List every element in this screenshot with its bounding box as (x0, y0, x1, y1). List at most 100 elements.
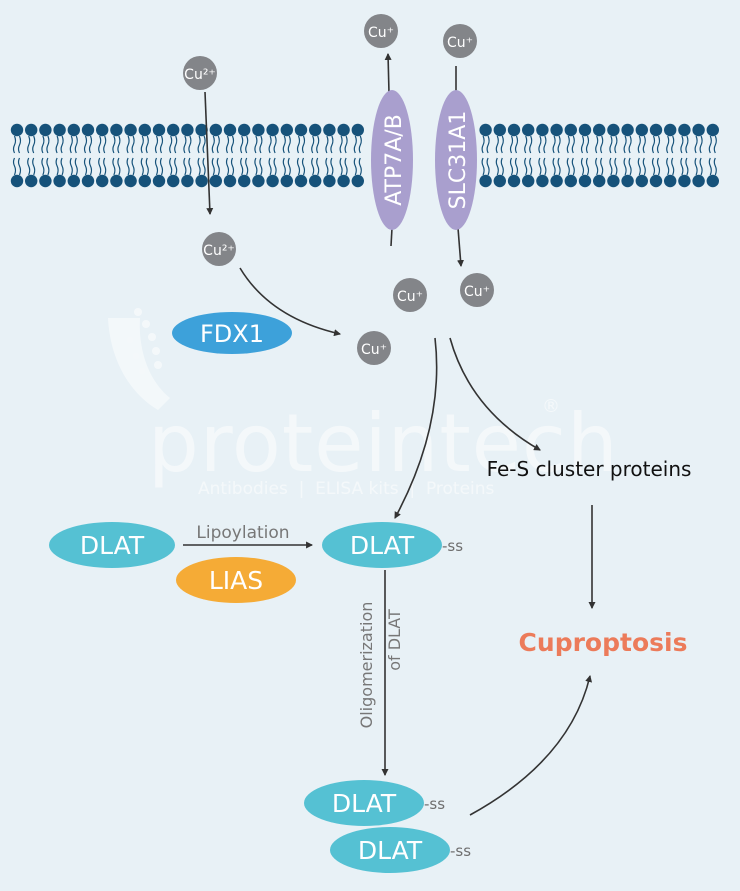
lipid-tail-outer (529, 135, 533, 154)
lipid-tail-inner (566, 157, 570, 176)
lipid-head-inner (67, 174, 81, 188)
lipid-tail-inner (259, 157, 263, 176)
transporter-slc31a1: SLC31A1 (435, 90, 477, 230)
lipid-head-outer (564, 123, 577, 137)
lias-label: LIAS (209, 566, 263, 595)
dlat-lipoylated-ss: -ss (442, 537, 463, 555)
lipid-head-inner (706, 174, 719, 188)
lipid-head-inner (294, 174, 308, 188)
lipid-head-inner (507, 174, 521, 188)
lipid-head-outer (280, 123, 293, 137)
watermark-tagline: Antibodies | ELISA kits | Proteins (198, 479, 495, 499)
lipid-tail-inner (671, 157, 675, 176)
lipid-tail-outer (211, 135, 215, 154)
lipid-tail-inner (74, 157, 78, 176)
lipid-tail-inner (637, 157, 641, 176)
lipid-tail-outer (174, 135, 178, 154)
lipid-head-outer (578, 123, 592, 137)
lipid-head-inner (664, 174, 677, 188)
lipid-head-outer (252, 123, 265, 137)
protein-lias: LIAS (176, 557, 296, 603)
lipid-tail-inner (656, 157, 661, 176)
lipid-tail-inner (614, 157, 618, 176)
lipid-head-outer (110, 123, 123, 137)
lipid-tail-outer (628, 135, 632, 154)
lipid-head-outer (96, 123, 109, 137)
fdx1-label: FDX1 (200, 320, 264, 348)
lipid-head-inner (252, 174, 265, 188)
lipid-head-inner (10, 174, 24, 188)
lipid-tail-outer (595, 135, 599, 154)
lipid-head-inner (195, 174, 208, 188)
lipid-head-outer (507, 123, 521, 137)
lipid-head-inner (25, 174, 38, 188)
lipid-tail-inner (32, 157, 36, 176)
lipid-tail-outer (46, 135, 50, 154)
lipid-head-outer (522, 123, 535, 137)
lipid-tail-outer (103, 135, 107, 154)
lipid-head-outer (706, 123, 719, 137)
lipid-tail-inner (595, 157, 599, 176)
lipid-tail-inner (623, 157, 627, 176)
lipid-tail-inner (500, 157, 504, 176)
lipid-tail-inner (339, 157, 343, 176)
lipid-head-outer (493, 123, 506, 137)
lipid-tail-inner (83, 157, 88, 176)
lipid-tail-inner (651, 157, 656, 176)
lipid-tail-inner (211, 157, 215, 176)
lipid-tail-outer (614, 135, 618, 154)
lipid-tail-inner (486, 157, 490, 176)
arrow-slc31a1-import-out (457, 227, 465, 268)
lipid-tail-outer (202, 135, 206, 154)
lipid-head-inner (96, 174, 109, 188)
lipid-tail-outer (216, 135, 220, 154)
watermark-logo-icon (108, 308, 170, 410)
lipid-tail-outer (112, 135, 116, 154)
lipid-tail-outer (680, 135, 684, 154)
lipid-head-inner (692, 174, 705, 188)
lipid-tail-inner (642, 157, 646, 176)
atp7ab-label: ATP7A/B (382, 114, 407, 206)
lipid-head-outer (635, 123, 648, 137)
lipid-tail-outer (145, 135, 149, 154)
arrow-cu2-across-membrane (204, 91, 214, 216)
lipid-tail-outer (685, 135, 689, 154)
lipid-tail-inner (282, 157, 286, 176)
lipid-head-inner (223, 174, 237, 188)
lipid-head-outer (124, 123, 137, 137)
dlat-oligomer-top-label: DLAT (332, 789, 397, 818)
lipid-head-outer (550, 123, 563, 137)
lipid-tail-inner (557, 157, 561, 176)
lipid-head-inner (649, 174, 663, 188)
lipid-tail-outer (339, 135, 343, 154)
lipid-head-outer (238, 123, 251, 137)
lipid-tail-inner (268, 157, 272, 176)
lipid-tail-outer (159, 135, 164, 154)
arrows (183, 52, 596, 816)
lipid-tail-inner (12, 157, 17, 176)
lipid-tail-outer (623, 135, 627, 154)
lipid-tail-inner (273, 157, 277, 176)
lipid-tail-outer (552, 135, 556, 154)
lipid-tail-outer (566, 135, 570, 154)
lipid-head-inner (323, 174, 336, 188)
arrow-dlat-oligomer-to-cuproptosis (469, 674, 593, 816)
lipid-head-outer (607, 123, 620, 137)
lipid-tail-inner (103, 157, 107, 176)
lipid-tail-inner (183, 157, 187, 176)
protein-dlat-lipoylated: DLAT -ss (322, 522, 463, 568)
lipid-head-outer (266, 123, 279, 137)
lipid-tail-outer (32, 135, 36, 154)
lipid-tail-outer (296, 135, 301, 154)
lipid-head-outer (536, 123, 549, 137)
lipid-head-outer (67, 123, 81, 137)
lipid-head-inner (181, 174, 194, 188)
lipid-tail-outer (55, 135, 59, 154)
lipid-tail-inner (287, 157, 291, 176)
lipoylation-label: Lipoylation (196, 523, 289, 543)
lipid-head-inner (209, 174, 222, 188)
lipid-tail-outer (353, 135, 357, 154)
lipid-tail-outer (27, 135, 31, 154)
lipid-tail-inner (159, 157, 164, 176)
lipid-tail-outer (268, 135, 272, 154)
